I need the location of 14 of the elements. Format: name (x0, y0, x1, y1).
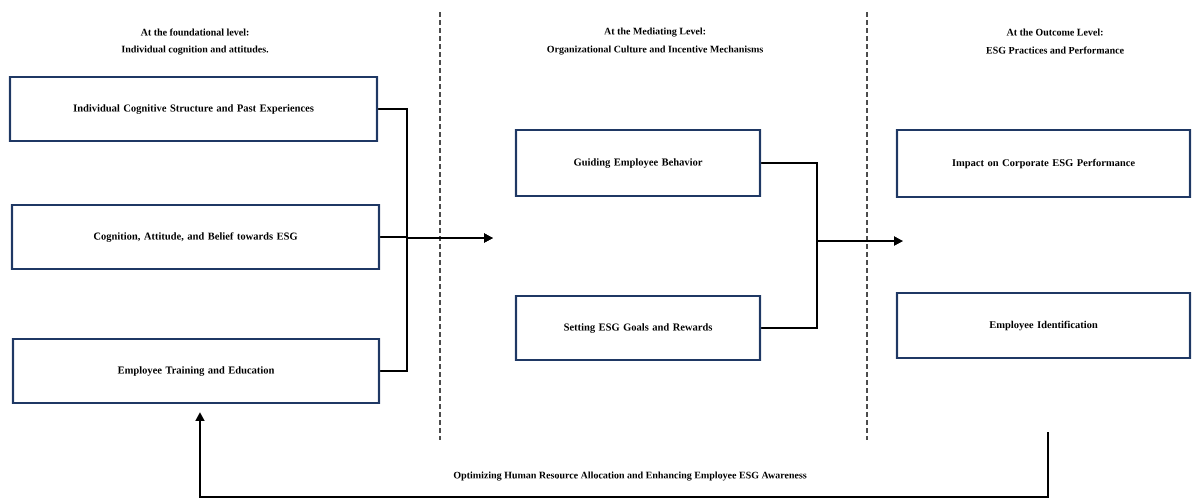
column-heading: Individual cognition and attitudes. (121, 45, 269, 55)
edge-label: Optimizing Human Resource Allocation and Enhancing Employee ESG Awareness (452, 470, 808, 482)
text-box: Individual Cognitive Structure and Past Experiences (8, 75, 379, 143)
column-heading: At the foundational level: (140, 28, 249, 36)
column-heading: At the Mediating Level: (604, 27, 706, 37)
text-box: Setting ESG Goals and Rewards (514, 294, 762, 362)
column-heading: Organizational Culture and Incentive Mechanisms (547, 45, 763, 55)
column-heading: At the Outcome Level: (1006, 28, 1103, 36)
text-box: Cognition, Attitude, and Belief towards ESG (10, 203, 381, 271)
text-box: Employee Identification (895, 291, 1192, 360)
text-box: Impact on Corporate ESG Performance (895, 128, 1192, 199)
text-box: Guiding Employee Behavior (514, 128, 762, 198)
column-heading: ESG Practices and Performance (986, 46, 1124, 54)
text-box: Employee Training and Education (11, 337, 381, 405)
